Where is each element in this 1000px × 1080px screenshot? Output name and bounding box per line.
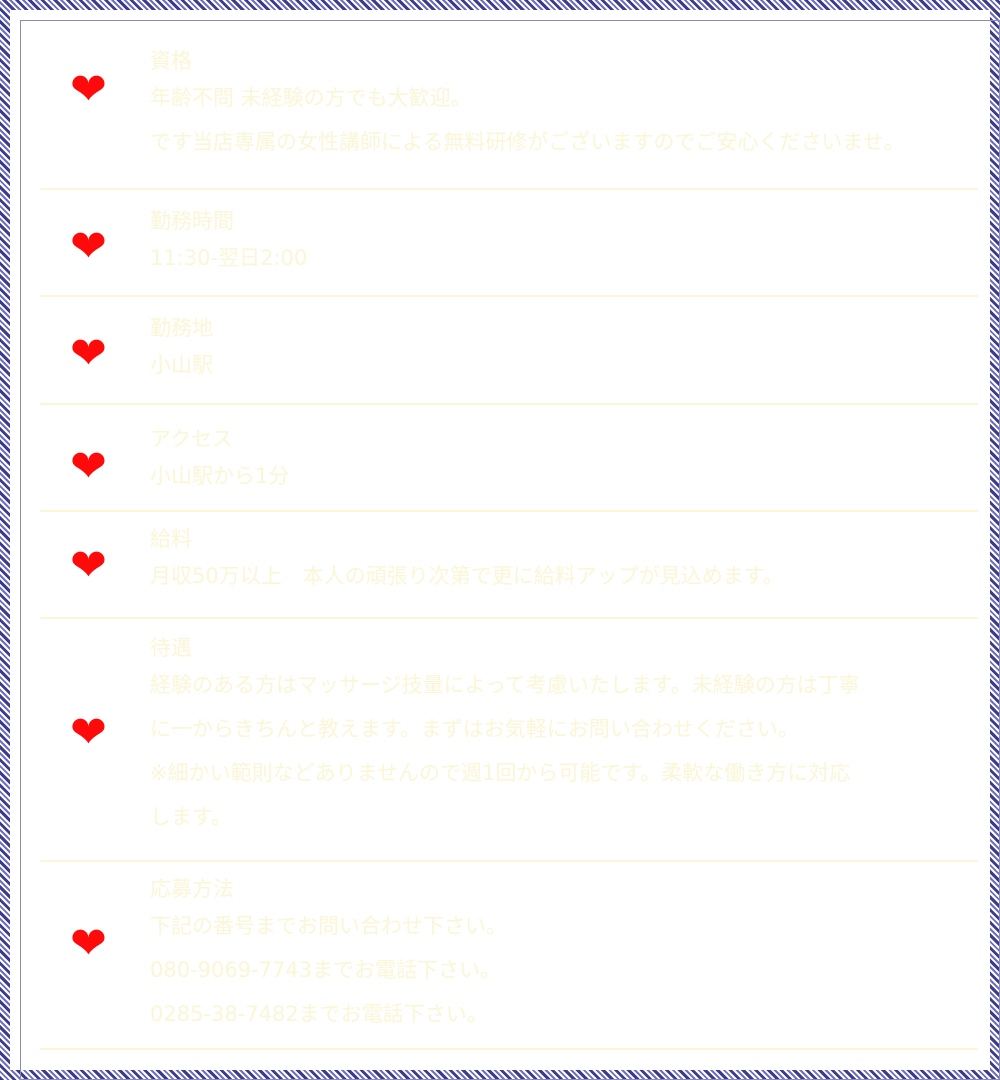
phone-number-line[interactable]: 0285-38-7482までお電話下さい。 [150,1002,488,1026]
info-row-content: 応募方法 下記の番号までお問い合わせ下さい。 080-9069-7743までお電… [150,874,968,1036]
info-row-salary: ❤ 給料 月収50万以上 本人の頑張り次第で更に給料アップが見込めます。 [40,512,978,619]
info-text-line: 年齢不問 未経験の方でも大歓迎。 [150,86,472,110]
info-label: アクセス [150,427,233,451]
heart-icon: ❤ [70,328,107,379]
heart-icon: ❤ [70,221,107,272]
info-text-line: に一からきちんと教えます。まずはお気軽にお問い合わせください。 [150,717,799,741]
info-text-line: 11:30-翌日2:00 [150,246,308,270]
info-label: 応募方法 [150,877,234,901]
info-row-content: 勤務地 小山駅 [150,313,968,387]
info-label: 給料 [150,527,192,551]
info-text-line: 月収50万以上 本人の頑張り次第で更に給料アップが見込めます。 [150,564,784,588]
info-row-content: 資格 年齢不問 未経験の方でも大歓迎。 です当店専属の女性講師による無料研修がご… [150,46,968,164]
info-row-application: ❤ 応募方法 下記の番号までお問い合わせ下さい。 080-9069-7743まで… [40,862,978,1050]
info-row-content: 勤務時間 11:30-翌日2:00 [150,206,968,280]
heart-icon: ❤ [70,540,107,591]
info-text-line: 小山駅 [150,353,213,377]
info-row-content: アクセス 小山駅から1分 [150,424,968,498]
info-row-location: ❤ 勤務地 小山駅 [40,297,978,405]
info-text-line: 下記の番号までお問い合わせ下さい。 [150,914,507,938]
info-row-working-hours: ❤ 勤務時間 11:30-翌日2:00 [40,190,978,297]
heart-icon: ❤ [70,707,107,758]
info-row-access: ❤ アクセス 小山駅から1分 [40,405,978,512]
heart-icon: ❤ [70,64,107,115]
info-text-line: ※細かい範則などありませんので週1回から可能です。柔軟な働き方に対応 [150,761,851,785]
job-info-list: ❤ 資格 年齢不問 未経験の方でも大歓迎。 です当店専属の女性講師による無料研修… [40,40,978,1050]
info-label: 資格 [150,49,192,73]
info-row-qualification: ❤ 資格 年齢不問 未経験の方でも大歓迎。 です当店専属の女性講師による無料研修… [40,40,978,190]
info-label: 勤務地 [150,316,213,340]
info-label: 勤務時間 [150,209,234,233]
info-row-content: 待遇 経験のある方はマッサージ技量によって考慮いたします。未経験の方は丁寧 に一… [150,633,968,839]
info-row-benefits: ❤ 待遇 経験のある方はマッサージ技量によって考慮いたします。未経験の方は丁寧 … [40,619,978,862]
info-text-line: 経験のある方はマッサージ技量によって考慮いたします。未経験の方は丁寧 [150,673,860,697]
info-text-line: します。 [150,805,232,829]
info-text-line: です当店専属の女性講師による無料研修がございますのでご安心くださいませ。 [150,130,905,154]
heart-icon: ❤ [70,441,107,492]
phone-number-line[interactable]: 080-9069-7743までお電話下さい。 [150,958,502,982]
info-label: 待遇 [150,636,192,660]
info-row-content: 給料 月収50万以上 本人の頑張り次第で更に給料アップが見込めます。 [150,524,968,598]
heart-icon: ❤ [70,918,107,969]
info-text-line: 小山駅から1分 [150,464,290,488]
